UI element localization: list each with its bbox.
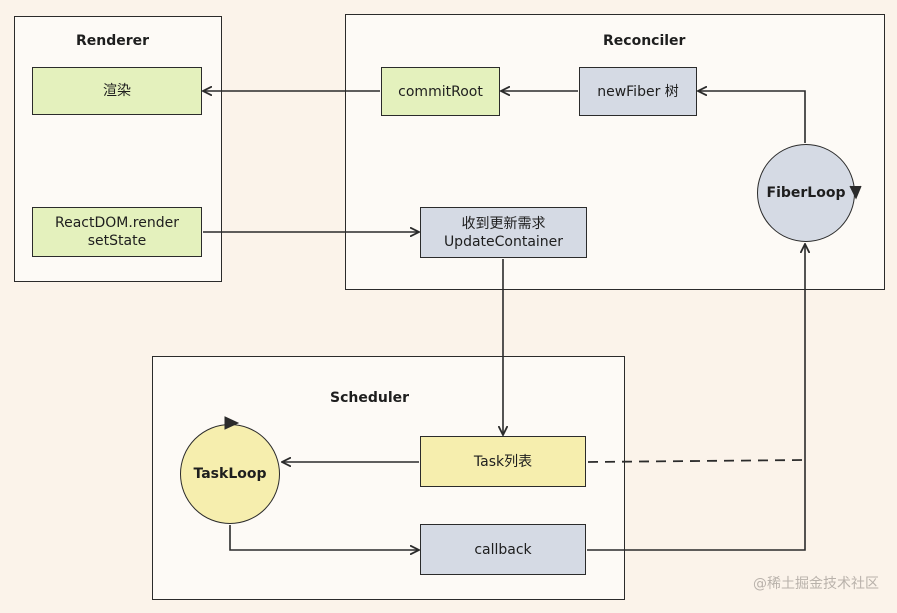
- new-fiber-tree-node: newFiber 树: [579, 67, 697, 116]
- new-fiber-tree-label: newFiber 树: [597, 83, 679, 100]
- render-output-label: 渲染: [103, 83, 131, 99]
- update-container-label: UpdateContainer: [443, 233, 564, 250]
- task-list-node: Task列表: [420, 436, 586, 487]
- watermark: @稀土掘金技术社区: [753, 576, 879, 592]
- set-state-label: setState: [87, 233, 147, 249]
- task-list-label: Task列表: [473, 453, 533, 470]
- render-output-node: 渲染: [32, 67, 202, 115]
- commit-root-label: commitRoot: [398, 83, 483, 100]
- update-container-node: 收到更新需求 UpdateContainer: [420, 207, 587, 258]
- fiber-loop-circle: FiberLoop: [757, 144, 855, 242]
- scheduler-title: Scheduler: [330, 390, 410, 406]
- commit-root-node: commitRoot: [381, 67, 500, 116]
- task-loop-circle: TaskLoop: [180, 424, 280, 524]
- callback-node: callback: [420, 524, 586, 575]
- reactdom-render-node: ReactDOM.render setState: [32, 207, 202, 257]
- reactdom-render-label: ReactDOM.render: [55, 215, 179, 231]
- callback-label: callback: [474, 541, 532, 558]
- reconciler-title: Reconciler: [603, 33, 686, 49]
- update-request-label: 收到更新需求: [461, 215, 546, 232]
- renderer-title: Renderer: [76, 33, 150, 49]
- task-loop-label: TaskLoop: [193, 466, 267, 482]
- fiber-loop-label: FiberLoop: [766, 185, 846, 201]
